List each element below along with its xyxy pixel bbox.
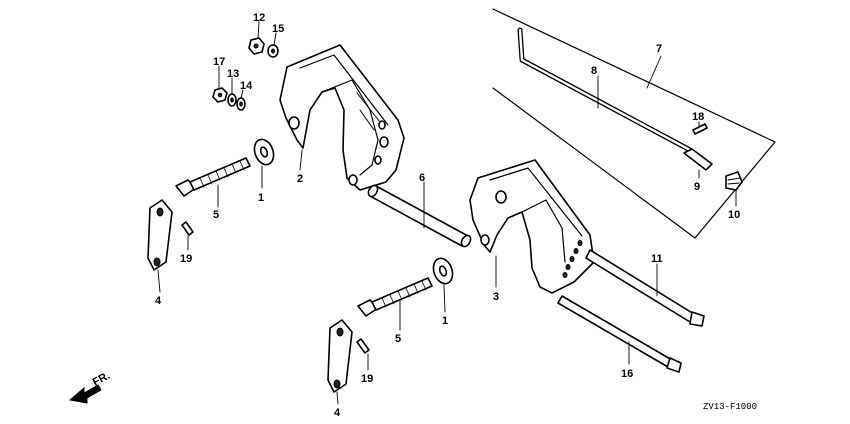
label-9: 9 bbox=[694, 181, 700, 193]
washer-upper bbox=[253, 138, 275, 166]
label-5-lower: 5 bbox=[395, 333, 401, 345]
label-19-lower: 19 bbox=[361, 373, 373, 385]
washer-lower bbox=[432, 257, 454, 285]
label-2: 2 bbox=[297, 173, 303, 185]
label-17: 17 bbox=[213, 56, 225, 68]
pin-19-lower bbox=[356, 338, 370, 354]
long-bolt-11 bbox=[585, 249, 705, 327]
leader-lines bbox=[157, 21, 737, 405]
label-6: 6 bbox=[419, 172, 425, 184]
callout-labels: 12 15 17 13 14 1 1 2 3 5 5 6 8 7 18 9 10… bbox=[155, 12, 740, 419]
threaded-rod-upper bbox=[175, 157, 251, 197]
label-7: 7 bbox=[656, 43, 662, 55]
label-11: 11 bbox=[651, 253, 663, 265]
label-10: 10 bbox=[728, 209, 740, 221]
diagram-code: ZV13-F1000 bbox=[703, 402, 757, 412]
label-16: 16 bbox=[621, 368, 633, 380]
small-pin-18 bbox=[692, 123, 708, 135]
label-12: 12 bbox=[253, 12, 265, 24]
label-4-lower: 4 bbox=[334, 407, 341, 419]
label-19-upper: 19 bbox=[180, 253, 192, 265]
link-plate-upper bbox=[147, 199, 173, 271]
washer-14 bbox=[236, 97, 246, 111]
knob-10 bbox=[725, 171, 743, 191]
front-arrow-icon bbox=[68, 384, 102, 404]
label-13: 13 bbox=[227, 68, 239, 80]
long-bolt-16 bbox=[557, 295, 682, 373]
rod-grip bbox=[683, 148, 713, 171]
front-direction-marker: FR. bbox=[68, 370, 112, 404]
washer-13 bbox=[227, 93, 237, 107]
label-15: 15 bbox=[272, 23, 284, 35]
label-3: 3 bbox=[493, 291, 499, 303]
label-8: 8 bbox=[591, 65, 597, 77]
nut-12 bbox=[248, 37, 265, 55]
washer-15 bbox=[267, 44, 279, 58]
link-plate-lower bbox=[327, 319, 353, 393]
tilt-rod bbox=[517, 27, 693, 153]
front-label: FR. bbox=[91, 370, 112, 389]
bracket-lower bbox=[469, 159, 595, 294]
label-5-upper: 5 bbox=[213, 209, 219, 221]
label-14: 14 bbox=[240, 80, 253, 92]
label-4-upper: 4 bbox=[155, 295, 162, 307]
label-1-lower: 1 bbox=[442, 315, 448, 327]
label-18: 18 bbox=[692, 111, 704, 123]
pin-19-upper bbox=[181, 221, 194, 236]
nut-17 bbox=[212, 87, 228, 103]
threaded-rod-lower bbox=[357, 277, 433, 317]
bracket-upper bbox=[279, 44, 405, 191]
shaft-tube bbox=[367, 184, 472, 248]
label-1-upper: 1 bbox=[258, 192, 264, 204]
